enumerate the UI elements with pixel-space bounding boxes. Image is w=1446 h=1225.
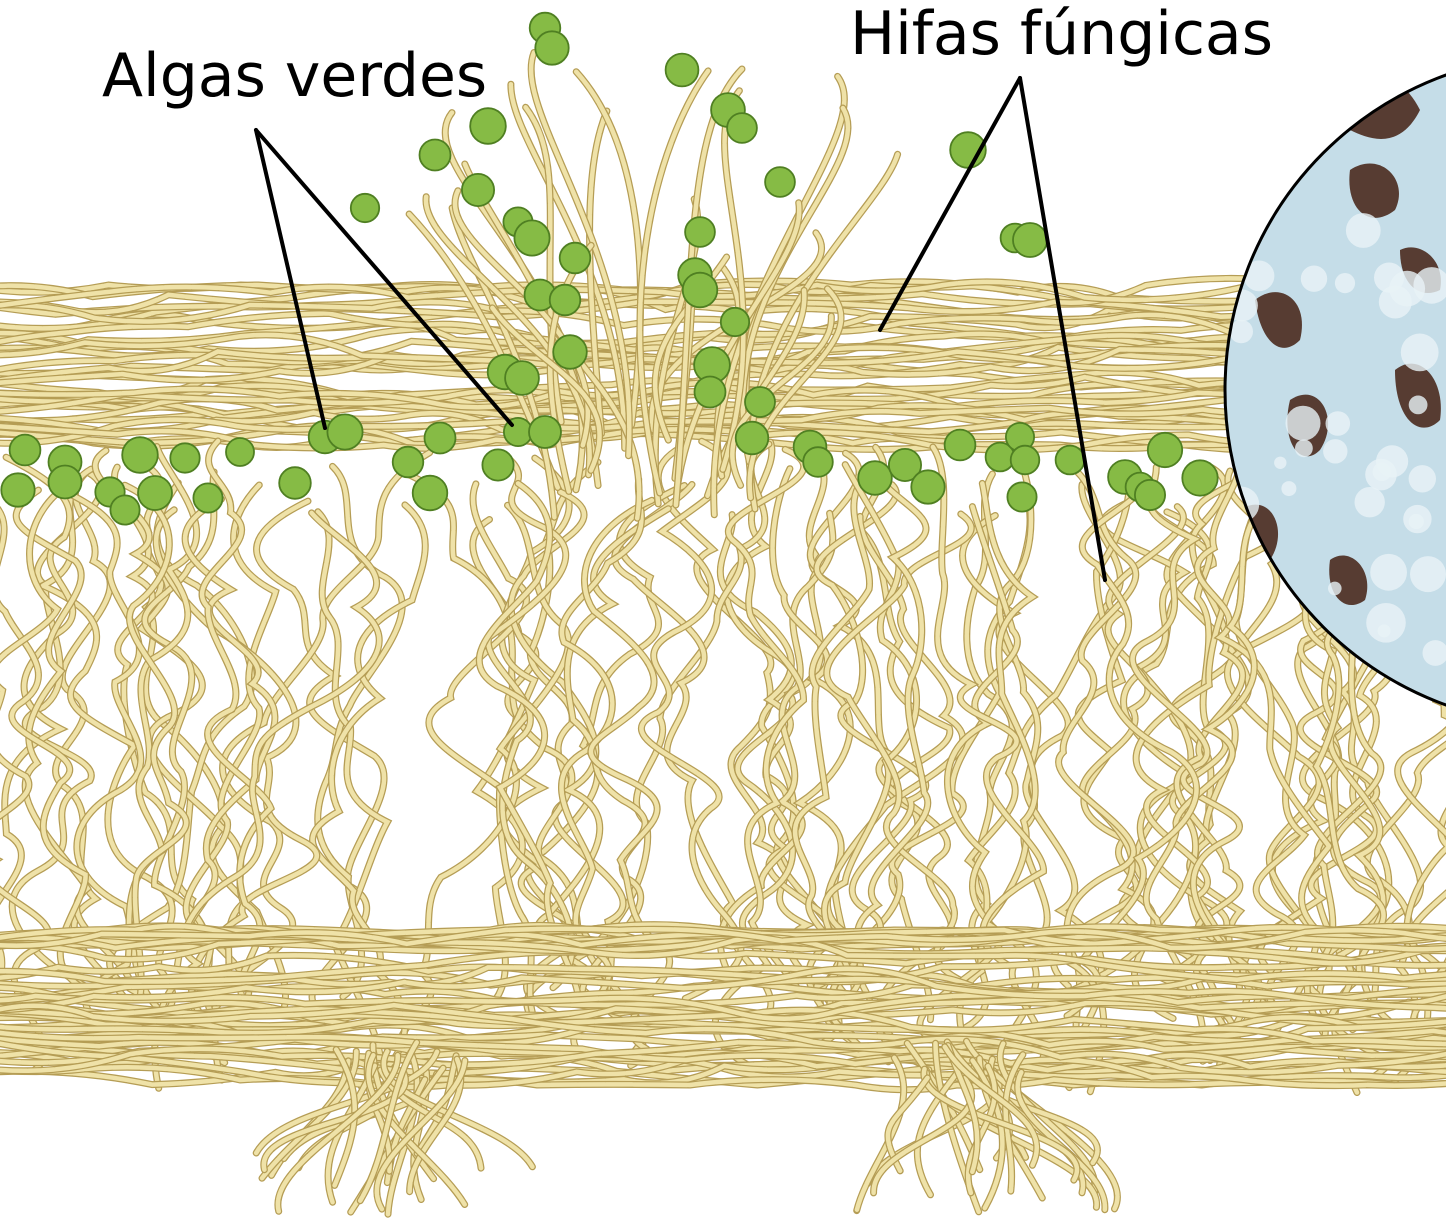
algal-cell: [550, 285, 581, 316]
algal-cell: [193, 483, 222, 512]
algal-cell: [727, 113, 757, 143]
lichen-light-patch: [1370, 554, 1407, 591]
algal-cell: [535, 31, 568, 64]
algal-cell: [1148, 433, 1182, 467]
lichen-light-patch: [1409, 465, 1436, 492]
lichen-light-patch: [1410, 556, 1446, 592]
lichen-light-patch: [1233, 744, 1263, 774]
algal-cell: [122, 437, 158, 473]
lichen-light-patch: [1286, 406, 1321, 441]
algal-cell: [10, 435, 41, 466]
lichen-light-patch: [1346, 213, 1381, 248]
algal-cell: [911, 470, 944, 503]
algal-cell: [560, 243, 591, 274]
algal-cell: [1135, 480, 1165, 510]
lichen-light-patch: [1409, 396, 1428, 415]
lichen-light-patch: [1366, 603, 1406, 643]
algal-cell: [514, 220, 549, 255]
lichen-light-patch: [1323, 439, 1347, 463]
lichen-light-patch: [1335, 273, 1355, 293]
lichen-light-patch: [1301, 266, 1327, 292]
algal-cell: [858, 461, 892, 495]
lichen-light-patch: [1355, 487, 1385, 517]
algal-cell: [110, 495, 139, 524]
algal-cell: [1182, 460, 1217, 495]
algal-cell: [803, 447, 833, 477]
algal-cell: [226, 438, 254, 466]
algal-cell: [683, 273, 718, 308]
algal-cell: [736, 422, 769, 455]
algal-cell: [685, 217, 715, 247]
algal-cell: [425, 423, 456, 454]
algal-cell: [351, 194, 379, 222]
algal-cell: [413, 476, 448, 511]
algal-cell: [1056, 446, 1085, 475]
algal-cell: [666, 54, 699, 87]
algae-label: Algas verdes: [102, 41, 487, 111]
algal-cell: [745, 387, 775, 417]
lichen-light-patch: [1293, 125, 1308, 140]
algal-cell: [462, 174, 494, 206]
algal-cell: [721, 308, 749, 336]
algal-cell: [420, 140, 451, 171]
algal-cell: [279, 467, 311, 499]
algal-cell: [49, 466, 82, 499]
algal-cell: [1013, 223, 1047, 257]
lichen-light-patch: [1403, 505, 1431, 533]
algal-cell: [945, 430, 976, 461]
algal-cell: [393, 447, 424, 478]
algal-cell: [695, 377, 726, 408]
lichen-light-patch: [1401, 334, 1439, 372]
algal-cell: [529, 416, 561, 448]
algal-cell: [765, 167, 795, 197]
algal-cell: [470, 108, 506, 144]
lichen-light-patch: [1326, 411, 1351, 436]
lichen-light-patch: [1281, 481, 1296, 496]
algal-cell: [170, 443, 199, 472]
algal-cell: [1011, 446, 1040, 475]
algal-cell: [138, 476, 172, 510]
algal-cell: [505, 361, 539, 395]
fungal-hypha-fill: [857, 1058, 904, 1211]
algal-cell: [482, 449, 513, 480]
lichen-light-patch: [1321, 101, 1339, 119]
algal-cell: [1007, 482, 1036, 511]
algal-cell: [1, 473, 34, 506]
lichen-light-patch: [1295, 439, 1313, 457]
algal-cell: [327, 414, 362, 449]
lichen-light-patch: [1274, 457, 1286, 469]
lichen-light-patch: [1379, 286, 1412, 319]
algal-cell: [553, 335, 587, 369]
hyphae-label: Hifas fúngicas: [850, 0, 1273, 69]
lichen-light-patch: [1328, 582, 1342, 596]
lichen-light-patch: [1376, 445, 1408, 477]
